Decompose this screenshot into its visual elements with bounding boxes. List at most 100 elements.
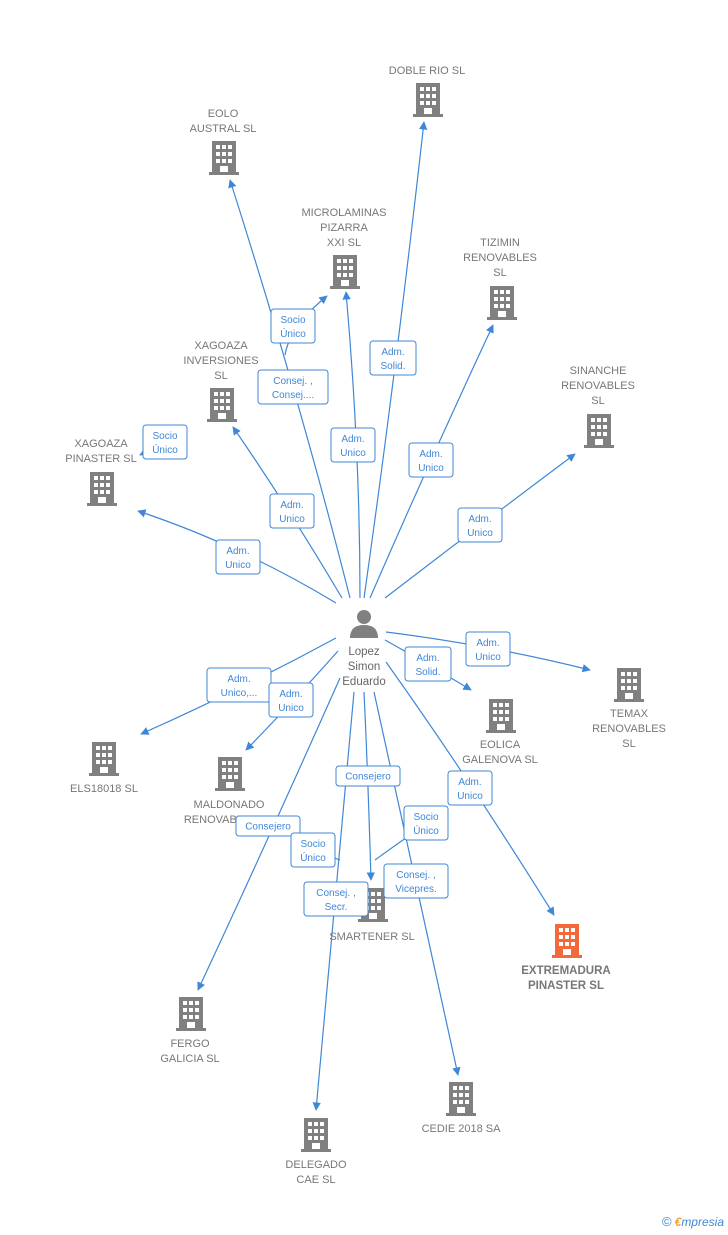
relation-box [457, 507, 503, 543]
relation-label[interactable]: Consejero [335, 765, 401, 787]
building-icon [176, 997, 206, 1031]
building-icon [215, 757, 245, 791]
relation-text: Adm.Unico [457, 777, 483, 802]
relation-text: Adm.Unico [467, 514, 493, 539]
relation-text: Adm.Unico [225, 546, 251, 571]
relation-text: Adm.Unico [340, 434, 366, 459]
relation-text: Consejero [345, 772, 391, 783]
relation-label[interactable]: Adm.Solid. [369, 340, 417, 376]
edge-fergo-galicia [197, 677, 341, 991]
building-icon [89, 742, 119, 776]
relation-label[interactable]: Adm.Unico [268, 682, 314, 718]
building-icon [614, 668, 644, 702]
company-label: CEDIE 2018 SA [422, 1123, 502, 1135]
relation-label[interactable]: Consej. ,Secr. [303, 881, 369, 917]
brand-name: mpresia [681, 1215, 724, 1229]
brand-initial: € [674, 1215, 682, 1229]
relation-label[interactable]: Adm.Unico [457, 507, 503, 543]
brand-footer[interactable]: ©€mpresia [662, 1214, 724, 1229]
relation-label[interactable]: Adm.Unico [447, 770, 493, 806]
building-icon [330, 255, 360, 289]
company-label: ELS18018 SL [70, 783, 138, 795]
relation-label[interactable]: Consej. ,Consej.... [257, 369, 329, 405]
relation-box [408, 442, 454, 478]
relation-label[interactable]: Consej. ,Vicepres. [383, 863, 449, 899]
relation-label[interactable]: Consejero [235, 815, 301, 837]
relation-label[interactable]: Adm.Unico [269, 493, 315, 529]
relation-box [447, 770, 493, 806]
relation-box [404, 646, 452, 682]
relation-box [269, 493, 315, 529]
relation-label[interactable]: Adm.Unico [330, 427, 376, 463]
relation-box [335, 765, 401, 787]
relation-text: Adm.Unico [279, 500, 305, 525]
relation-label[interactable]: Adm.Unico [408, 442, 454, 478]
company-label: SMARTENER SL [329, 931, 414, 943]
relation-text: Consej. ,Consej.... [272, 376, 314, 401]
relation-text: Adm.Unico [475, 638, 501, 663]
relation-box [270, 308, 316, 344]
building-icon [584, 414, 614, 448]
building-icon [209, 141, 239, 175]
relation-text: Adm.Solid. [380, 347, 405, 372]
relation-label[interactable]: Adm.Solid. [404, 646, 452, 682]
copyright-symbol: © [662, 1214, 672, 1229]
company-node-doble-rio[interactable]: DOBLE RIO SL [389, 65, 465, 117]
relation-text: Adm.Unico,... [221, 674, 258, 699]
company-node-smartener[interactable]: SMARTENER SL [329, 888, 415, 943]
person-icon [350, 610, 378, 638]
relation-text: Adm.Unico [418, 449, 444, 474]
building-icon [486, 699, 516, 733]
relation-text: Consejero [245, 822, 291, 833]
company-node-els18018[interactable]: ELS18018 SL [70, 742, 138, 795]
relation-text: Consej. ,Vicepres. [395, 870, 437, 895]
relation-box [465, 631, 511, 667]
relation-label[interactable]: Adm.Unico,... [206, 667, 272, 703]
relation-label[interactable]: Adm.Unico [465, 631, 511, 667]
relation-box [383, 863, 449, 899]
relation-box [290, 832, 336, 868]
relation-box [142, 424, 188, 460]
relation-box [330, 427, 376, 463]
relation-text: Adm.Unico [278, 689, 304, 714]
relation-text: Adm.Solid. [415, 653, 440, 678]
relation-box [403, 805, 449, 841]
relation-box [303, 881, 369, 917]
building-icon [207, 388, 237, 422]
relation-label[interactable]: Adm.Unico [215, 539, 261, 575]
company-node-cedie-2018[interactable]: CEDIE 2018 SA [422, 1082, 502, 1135]
building-icon [87, 472, 117, 506]
